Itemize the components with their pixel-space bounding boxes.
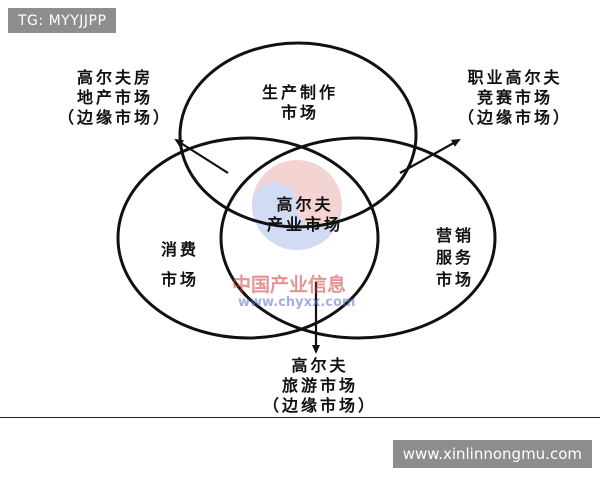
label-outer-top-right: 职业高尔夫 竞赛市场 （边缘市场） xyxy=(435,68,595,128)
arrow-top-right xyxy=(399,139,461,174)
site-watermark: www.xinlinnongmu.com xyxy=(392,440,592,468)
label-line: 市场 xyxy=(435,270,474,289)
label-line: 服务 xyxy=(435,248,474,267)
label-line: 营销 xyxy=(435,226,474,245)
label-line: 市场 xyxy=(280,103,319,122)
label-outer-bottom: 高尔夫 旅游市场 （边缘市场） xyxy=(245,356,395,416)
circle-consumption xyxy=(116,136,380,340)
divider-line xyxy=(0,417,600,418)
watermark-emblem xyxy=(252,160,342,250)
watermark-cn: 中国产业信息 xyxy=(232,274,347,296)
label-consumption: 消费 市场 xyxy=(140,235,220,295)
label-line: （边缘市场） xyxy=(57,108,172,127)
label-line: 地产市场 xyxy=(76,88,153,107)
label-line: 生产制作 xyxy=(261,83,338,102)
watermark-url: www.chyxx.com xyxy=(238,295,356,310)
corner-tag: TG: MYYJJPP xyxy=(8,8,117,33)
label-line: 职业高尔夫 xyxy=(467,68,563,87)
label-line: 竞赛市场 xyxy=(476,88,553,107)
label-line: 高尔夫 xyxy=(291,356,349,375)
label-line: 高尔夫房 xyxy=(76,68,153,87)
label-outer-top-left: 高尔夫房 地产市场 （边缘市场） xyxy=(40,68,190,128)
label-line: 产业市场 xyxy=(266,215,343,234)
label-line: 市场 xyxy=(160,270,199,289)
label-line: 高尔夫 xyxy=(276,195,334,214)
label-line: 旅游市场 xyxy=(281,376,358,395)
label-marketing: 营销 服务 市场 xyxy=(415,225,495,291)
label-line: 消费 xyxy=(160,240,199,259)
label-production: 生产制作 市场 xyxy=(240,83,360,123)
arrow-top-left xyxy=(174,138,229,174)
label-center: 高尔夫 产业市场 xyxy=(245,195,365,235)
circle-production xyxy=(178,41,418,229)
label-line: （边缘市场） xyxy=(457,108,572,127)
circle-marketing xyxy=(219,136,497,340)
label-line: （边缘市场） xyxy=(262,396,377,415)
